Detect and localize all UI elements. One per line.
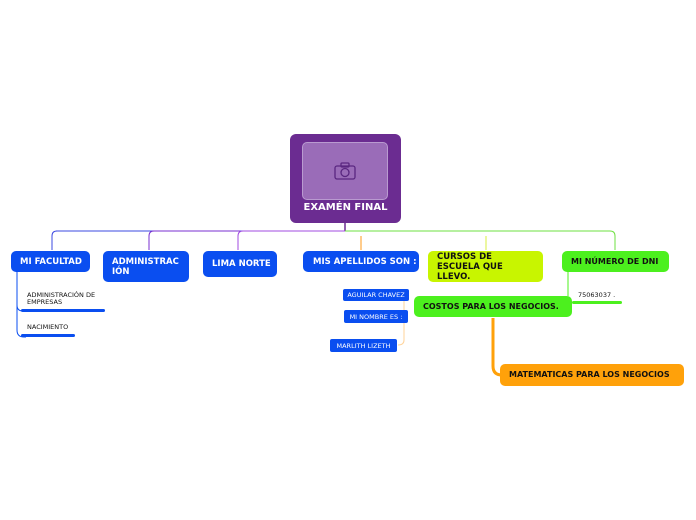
node-costos-negocios[interactable]: COSTOS PARA LOS NEGOCIOS. (414, 296, 572, 317)
branch-underline (21, 309, 105, 312)
node-administracion[interactable]: ADMINISTRACIÓN (103, 251, 189, 282)
node-matematicas-negocios[interactable]: MATEMATICAS PARA LOS NEGOCIOS (500, 364, 684, 386)
node-label: ADMINISTRACIÓN (112, 256, 179, 277)
node-label: MI NÚMERO DE DNI (571, 256, 659, 266)
camera-icon (334, 162, 356, 180)
node-mi-facultad[interactable]: MI FACULTAD (11, 251, 90, 272)
central-title: EXAMÉN FINAL (303, 202, 388, 213)
node-label: MI FACULTAD (20, 256, 82, 267)
branch-underline (572, 301, 622, 304)
node-administracion-empresas[interactable]: ADMINISTRACIÓN DE EMPRESAS (27, 291, 96, 306)
node-lima-norte[interactable]: LIMA NORTE (203, 251, 277, 277)
node-cursos-escuela[interactable]: CURSOS DE ESCUELA QUE LLEVO. (428, 251, 543, 282)
branch-underline (21, 334, 75, 337)
node-mi-nombre[interactable]: MI NOMBRE ES : (344, 310, 408, 323)
node-label: MIS APELLIDOS SON : (313, 256, 417, 267)
node-label: MATEMATICAS PARA LOS NEGOCIOS (509, 370, 670, 379)
node-label: COSTOS PARA LOS NEGOCIOS. (423, 301, 559, 311)
node-mis-apellidos[interactable]: MIS APELLIDOS SON : (303, 251, 419, 272)
node-nacimiento[interactable]: NACIMIENTO (27, 323, 69, 331)
node-mi-numero-dni[interactable]: MI NÚMERO DE DNI (562, 251, 669, 272)
node-dni-value[interactable]: 75063037 . (578, 291, 616, 299)
node-marlith-lizeth[interactable]: MARLITH LIZETH (330, 339, 397, 352)
image-placeholder[interactable] (302, 142, 388, 200)
central-node[interactable]: EXAMÉN FINAL (290, 134, 401, 223)
node-aguilar-chavez[interactable]: AGUILAR CHAVEZ (343, 289, 409, 301)
node-label: LIMA NORTE (212, 259, 271, 269)
node-label: CURSOS DE ESCUELA QUE LLEVO. (437, 251, 503, 282)
